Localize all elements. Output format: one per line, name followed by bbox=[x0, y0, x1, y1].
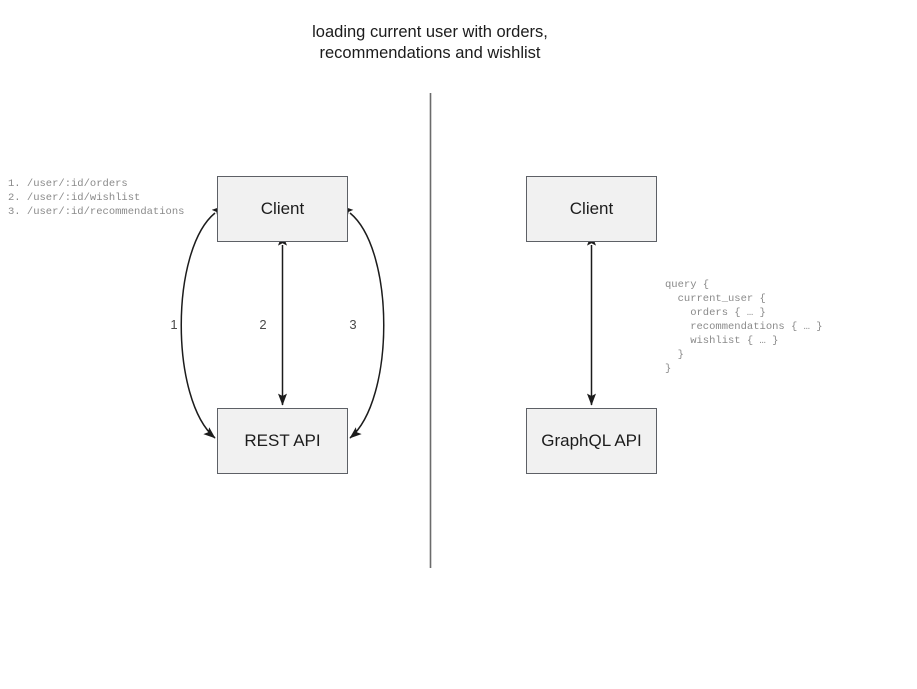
page-title: loading current user with orders, recomm… bbox=[312, 23, 548, 62]
edge-label-3: 3 bbox=[349, 317, 357, 332]
edge-label-1: 1 bbox=[170, 317, 178, 332]
node-client-rest[interactable]: Client bbox=[217, 176, 348, 242]
graphql-query-snippet: query { current_user { orders { … } reco… bbox=[665, 279, 823, 375]
edge-label-2: 2 bbox=[259, 317, 267, 332]
rest-edge-1-arrow bbox=[180, 205, 224, 439]
rest-endpoints-list: 1. /user/:id/orders 2. /user/:id/wishlis… bbox=[8, 178, 185, 218]
rest-edge-3-arrow bbox=[341, 205, 385, 439]
node-client-graphql[interactable]: Client bbox=[526, 176, 657, 242]
node-graphql-api[interactable]: GraphQL API bbox=[526, 408, 657, 474]
node-rest-api[interactable]: REST API bbox=[217, 408, 348, 474]
